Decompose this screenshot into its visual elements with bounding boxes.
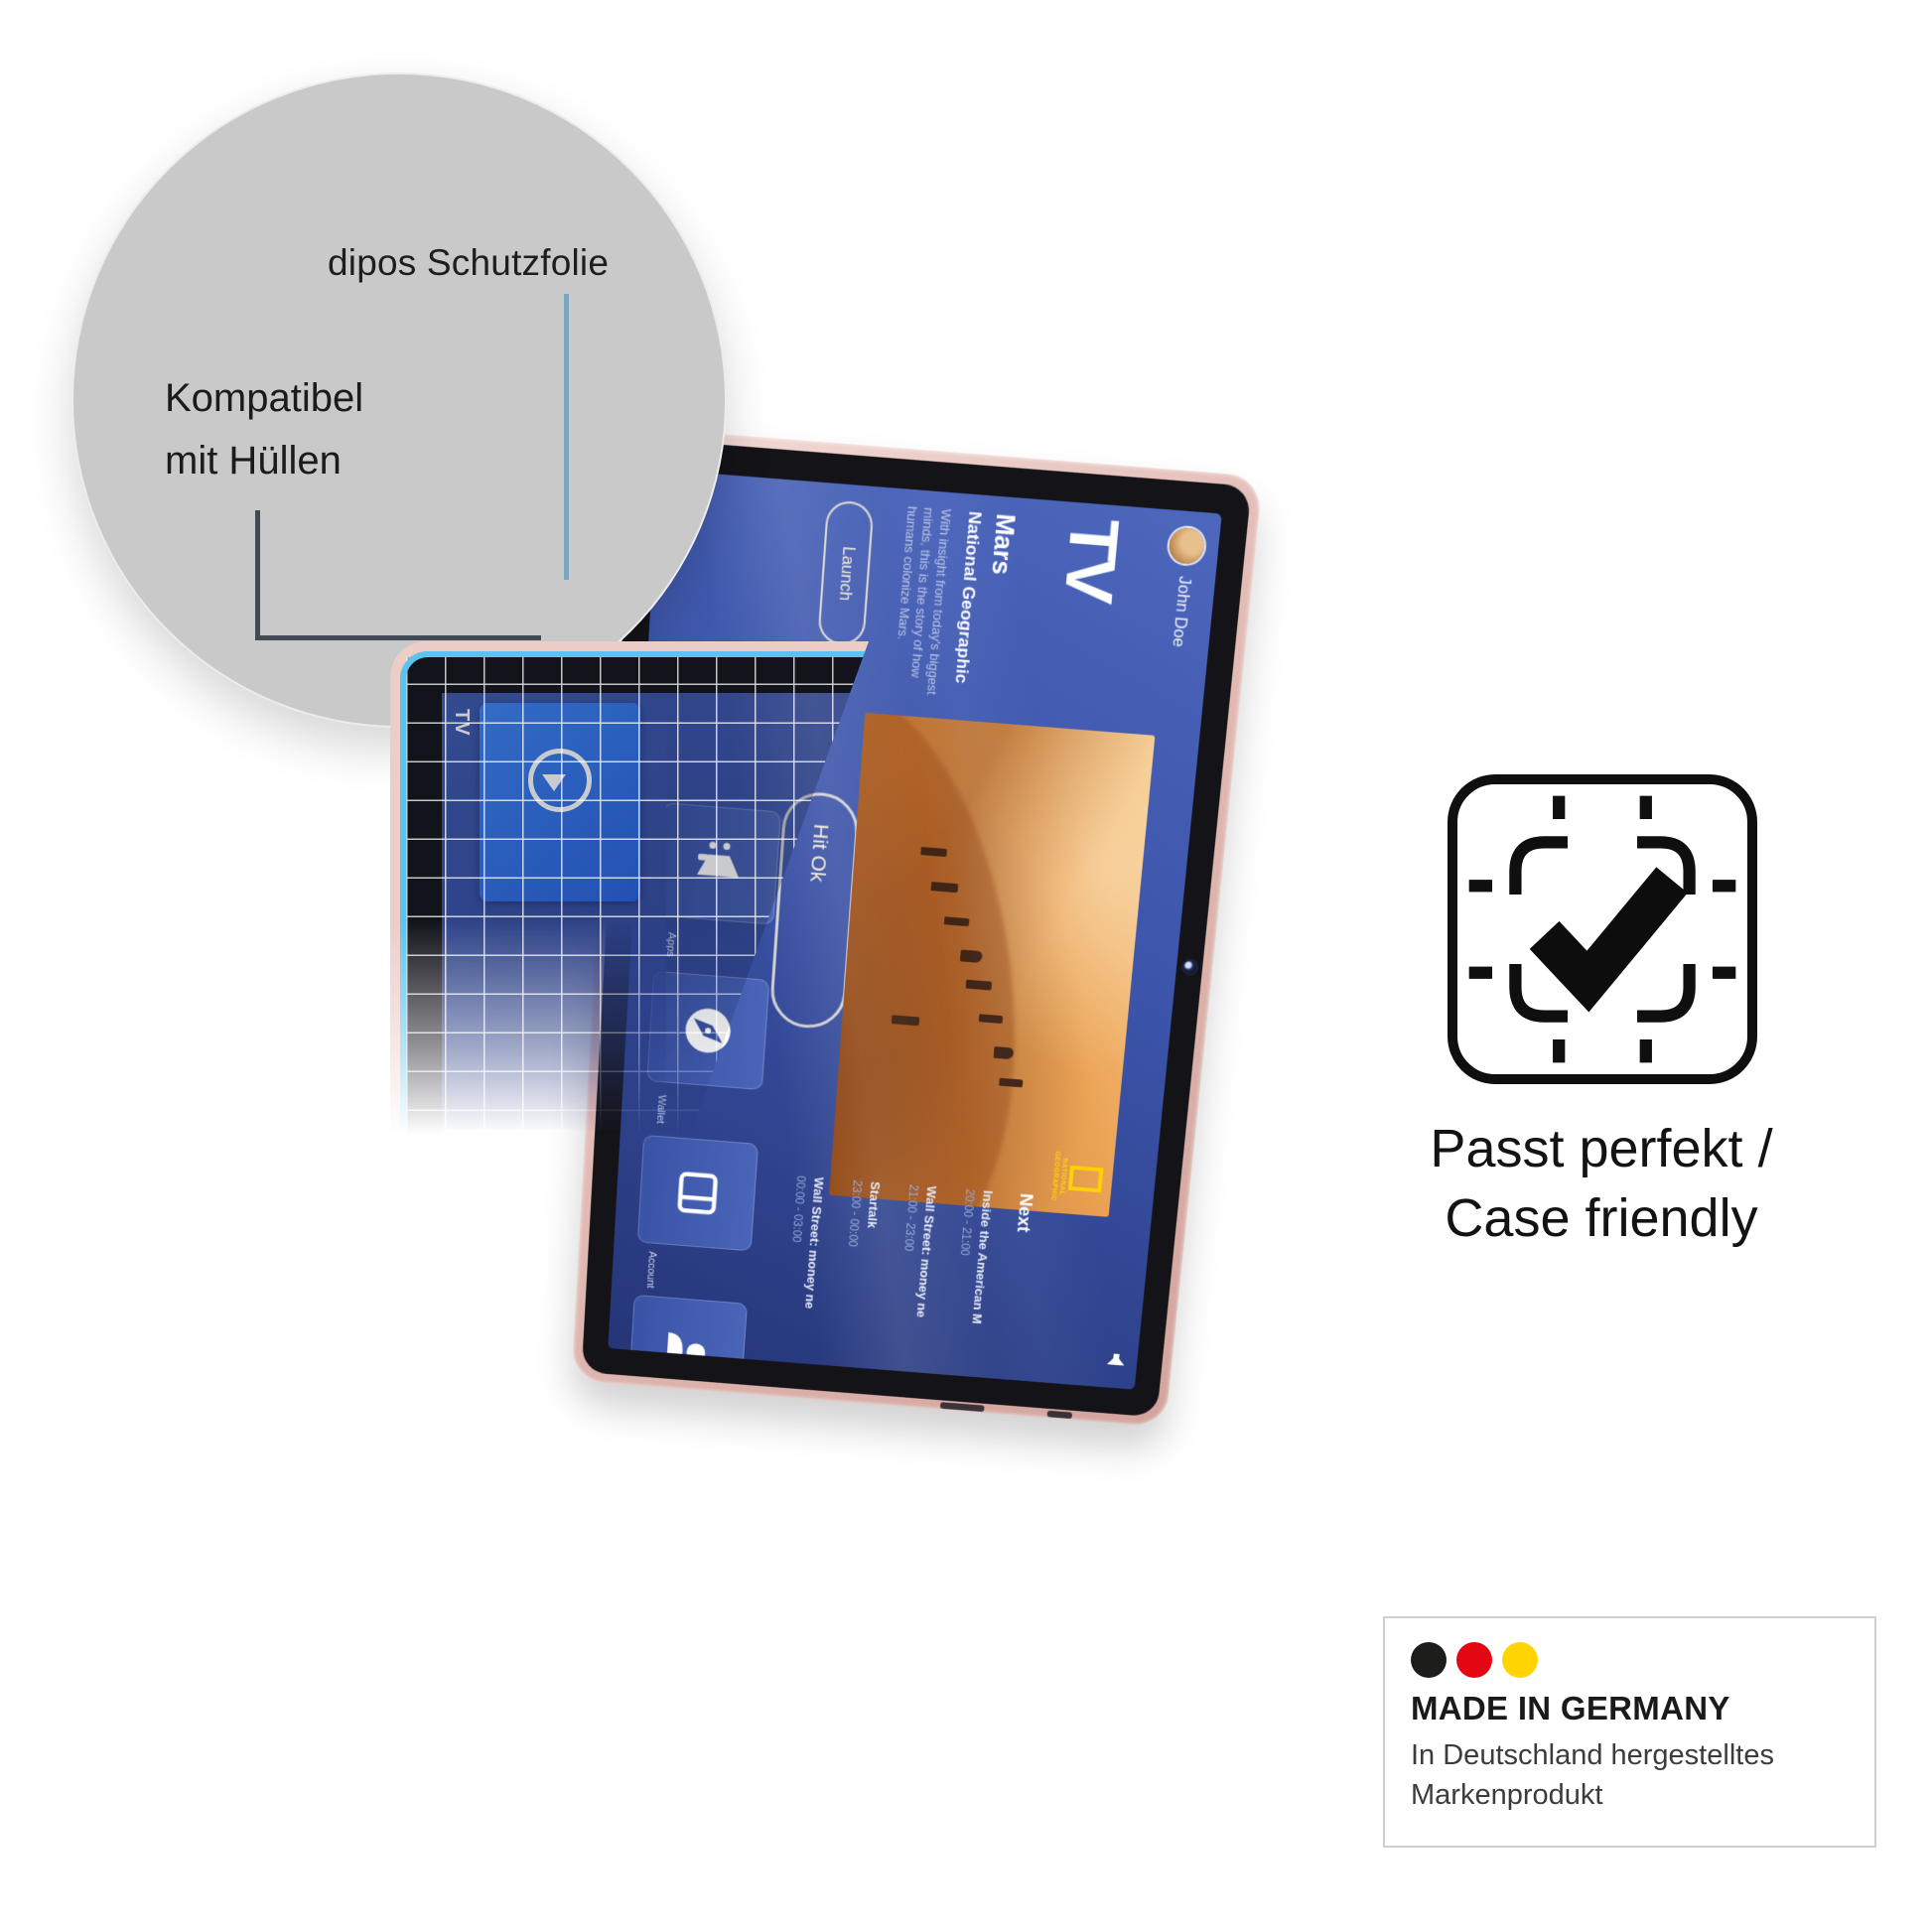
dock-tile-account[interactable] <box>627 1294 748 1390</box>
flag-dot-yellow <box>1502 1642 1538 1678</box>
made-in-germany-title: MADE IN GERMANY <box>1411 1690 1730 1726</box>
show-network: National Geographic <box>951 510 986 685</box>
power-button <box>1046 1410 1072 1420</box>
show-title: Mars <box>986 512 1021 576</box>
german-flag-dots <box>1411 1642 1849 1678</box>
schedule-item[interactable]: Startalk 23:00 - 00:00 <box>845 1179 884 1248</box>
national-geographic-logo: NATIONAL GEOGRAPHIC <box>1048 1151 1105 1205</box>
case-friendly-text: Passt perfekt / Case friendly <box>1430 1119 1773 1248</box>
natgeo-frame-icon <box>1067 1165 1104 1192</box>
callout-line-case-vertical <box>255 510 260 640</box>
launch-button[interactable]: Launch <box>817 499 875 647</box>
callout-line-case-horizontal <box>255 635 541 640</box>
tv-app-logo: TV <box>1050 515 1134 604</box>
product-label: dipos Schutzfolie <box>328 242 610 283</box>
avatar[interactable] <box>1168 526 1206 566</box>
schedule-item[interactable]: Wall Street: money ne 21:00 - 23:00 <box>901 1183 940 1318</box>
dock-label-account: Account <box>643 1250 658 1289</box>
made-in-germany-line2: Markenprodukt <box>1411 1779 1603 1811</box>
film-frame-edge <box>390 641 869 1150</box>
made-in-germany-line1: In Deutschland hergestelltes <box>1411 1739 1774 1771</box>
speaker-icon <box>1103 1350 1128 1374</box>
account-icon <box>666 1331 706 1369</box>
case-compatible-label: Kompatibel mit Hüllen <box>165 367 363 492</box>
case-compatible-line2: mit Hüllen <box>165 439 342 483</box>
next-heading: Next <box>1012 1192 1036 1233</box>
video-thumbnail[interactable]: NATIONAL GEOGRAPHIC <box>829 712 1156 1217</box>
show-description: With insight from today's biggest minds,… <box>895 505 954 696</box>
wallet-icon <box>669 1165 727 1222</box>
schedule-item[interactable]: Wall Street: money ne 00:00 - 03:00 <box>789 1174 827 1310</box>
volume-button <box>939 1402 985 1413</box>
crop-check-icon <box>1468 795 1736 1063</box>
callout-line-film <box>564 294 569 580</box>
case-compatible-line1: Kompatibel <box>165 376 364 420</box>
case-friendly-icon <box>1448 774 1757 1084</box>
user-name: John Doe <box>1169 575 1193 648</box>
callout-circle <box>71 72 727 728</box>
made-in-germany-badge: MADE IN GERMANY In Deutschland hergestel… <box>1383 1616 1876 1848</box>
dock-tile-wallet[interactable] <box>636 1134 759 1252</box>
front-camera-icon <box>1182 960 1197 975</box>
film-blue-edge <box>400 651 869 1150</box>
flag-dot-black <box>1411 1642 1447 1678</box>
flag-dot-red <box>1456 1642 1492 1678</box>
schedule-item[interactable]: Inside the American M 20:00 - 21:00 <box>957 1188 996 1325</box>
dune-shape <box>829 712 1046 1217</box>
